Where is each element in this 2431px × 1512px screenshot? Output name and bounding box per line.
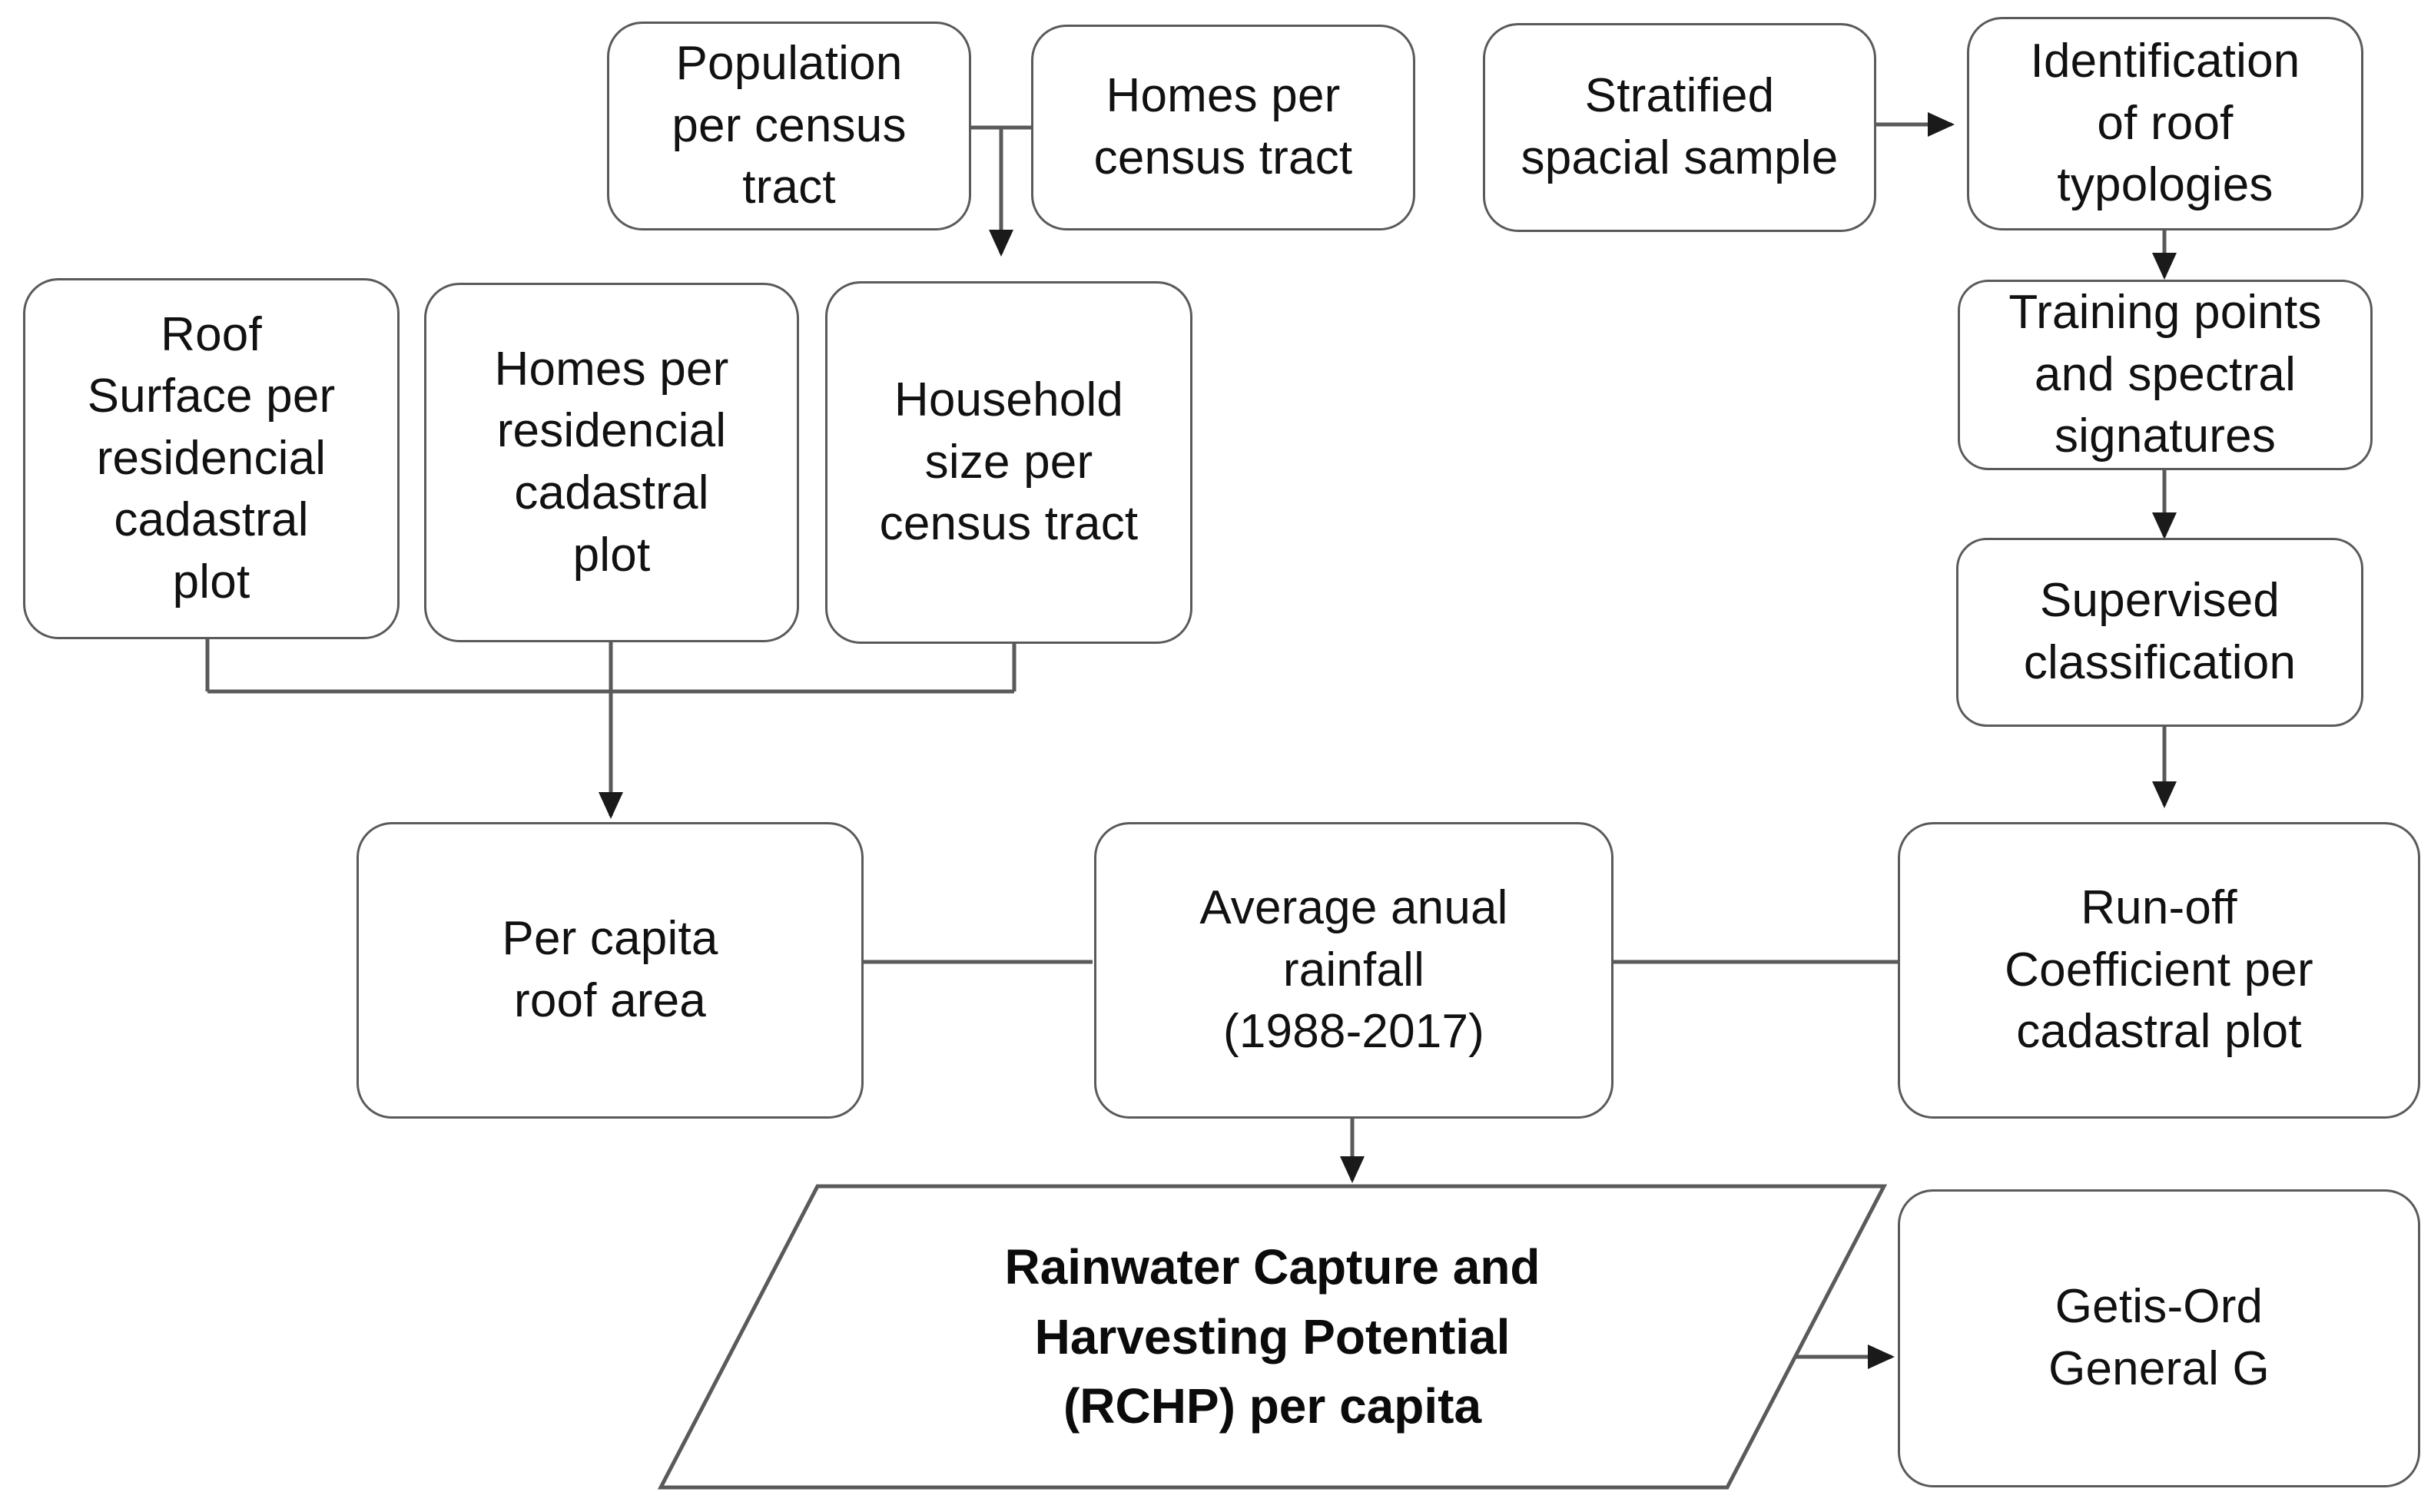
node-homes-per-residencial-cadastral-plot[interactable]: Homes per residencial cadastral plot <box>424 283 799 642</box>
node-population-per-census-tract[interactable]: Population per census tract <box>607 22 971 230</box>
node-getis-ord-general-g[interactable]: Getis-Ord General G <box>1898 1189 2420 1487</box>
node-roof-surface-per-residencial-cadastral-plot[interactable]: Roof Surface per residencial cadastral p… <box>23 278 400 639</box>
node-training-points-and-spectral-signatures[interactable]: Training points and spectral signatures <box>1958 280 2373 470</box>
node-per-capita-roof-area[interactable]: Per capita roof area <box>357 822 864 1119</box>
node-average-anual-rainfall[interactable]: Average anual rainfall (1988-2017) <box>1094 822 1613 1119</box>
node-homes-per-census-tract[interactable]: Homes per census tract <box>1031 25 1415 230</box>
edge-merge-to-per-capita-roof-area <box>205 639 1017 820</box>
node-rchp-per-capita-label: Rainwater Capture and Harvesting Potenti… <box>1004 1238 1541 1434</box>
edge-population-to-household-size <box>971 125 1031 257</box>
node-stratified-spacial-sample[interactable]: Stratified spacial sample <box>1483 23 1876 232</box>
node-rchp-per-capita[interactable]: Rainwater Capture and Harvesting Potenti… <box>658 1183 1887 1490</box>
node-identification-of-roof-typologies[interactable]: Identification of roof typologies <box>1967 17 2363 230</box>
node-supervised-classification[interactable]: Supervised classification <box>1956 538 2363 727</box>
node-run-off-coefficient-per-cadastral-plot[interactable]: Run-off Coefficient per cadastral plot <box>1898 822 2420 1119</box>
node-household-size-per-census-tract[interactable]: Household size per census tract <box>825 281 1192 644</box>
parallelogram-shape <box>658 1184 1887 1490</box>
